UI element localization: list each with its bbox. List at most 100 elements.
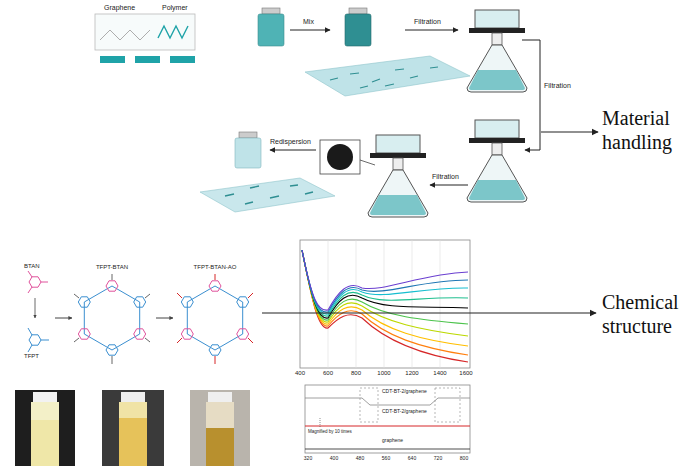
vial-photo: [15, 390, 75, 466]
legend-text: CDT-BT-2/graphene: [382, 409, 427, 415]
drawing-part: [305, 56, 470, 96]
drawing-part: [305, 449, 470, 450]
drawing-part: [235, 138, 261, 168]
drawing-part: [209, 281, 221, 291]
drawing-part: [181, 297, 193, 307]
filter-cake-inset: [320, 140, 375, 174]
note-text: Magnified by 10 times: [308, 429, 352, 434]
step-label: Filtration: [414, 18, 441, 26]
spectrum-chart: [300, 240, 470, 368]
drawing-part: [239, 132, 257, 138]
axis-tick: 800: [460, 456, 468, 462]
drawing-part: [31, 402, 59, 466]
section-label: Material handling: [602, 106, 690, 154]
drawing-part: [121, 392, 145, 402]
drawing-part: [208, 392, 232, 402]
axis-tick: 560: [382, 456, 390, 462]
drawing-part: [302, 250, 468, 355]
drawing-part: [305, 426, 470, 427]
drawing-part: [31, 420, 59, 466]
compound-label: TFPT: [24, 353, 39, 360]
drawing-part: [302, 250, 468, 312]
axis-tick: 480: [356, 456, 364, 462]
drawing-part: [15, 390, 75, 466]
drawing-part: [28, 271, 48, 293]
drawing-part: [200, 178, 335, 212]
axis-tick: 720: [434, 456, 442, 462]
leader-arrow: [541, 131, 598, 132]
leader-arrow: [262, 312, 596, 313]
drawing-part: [29, 335, 41, 345]
axis-tick: 400: [330, 456, 338, 462]
drawing-part: [349, 8, 367, 14]
drawing-part: [100, 30, 150, 40]
axis-tick: 1200: [405, 370, 418, 377]
drawing-part: [74, 274, 150, 364]
mix-arrow: [290, 30, 330, 31]
mixed-slab: [305, 56, 470, 96]
filtration-funnel: [368, 135, 428, 217]
mixed-bottle: [345, 8, 371, 46]
legend-text: CDT-BT-2/graphene: [382, 389, 427, 395]
drawing-part: [305, 385, 470, 453]
redispersed-slab: [200, 178, 335, 212]
tfpt-btan-ring: [74, 274, 150, 364]
drawing-part: [135, 56, 160, 63]
drawing-part: [435, 388, 460, 422]
filtration-arrow: [430, 185, 468, 186]
graphene-polymer-panel: [95, 14, 195, 63]
drawing-part: [302, 250, 468, 336]
drawing-part: [181, 329, 193, 339]
redispersion-arrow: [270, 150, 316, 151]
drawing-part: [78, 297, 90, 307]
filtration-funnel: [467, 120, 527, 202]
axis-tick: 1000: [377, 370, 390, 377]
drawing-part: [33, 392, 57, 402]
drawing-part: [29, 277, 41, 287]
drawing-part: [102, 390, 164, 466]
compound-label: TFPT-BTAN-AO: [194, 264, 237, 271]
compound-label: BTAN: [24, 263, 40, 270]
axis-tick: 400: [295, 370, 305, 377]
drawing-part: [84, 286, 139, 350]
drawing-part: [206, 428, 234, 466]
drawing-part: [237, 297, 249, 307]
drawing-part: [327, 144, 353, 170]
drawing-part: [258, 14, 284, 46]
drawing-part: [190, 390, 250, 466]
axis-tick: 800: [351, 370, 361, 377]
drawing-part: [134, 297, 146, 307]
step-label: Filtration: [544, 82, 571, 90]
step-label: Redispersion: [270, 138, 311, 146]
drawing-part: [302, 250, 468, 310]
drawing-part: [302, 250, 468, 362]
step-label: Filtration: [432, 173, 459, 181]
legend-text: graphene: [382, 438, 403, 444]
filtration-arrow: [405, 30, 458, 31]
polymer-bottle: [258, 8, 284, 46]
drawing-part: [187, 286, 242, 350]
axis-tick: 600: [323, 370, 333, 377]
reaction-arrow: [35, 298, 36, 318]
drawing-part: [170, 56, 195, 63]
drawing-part: [106, 345, 118, 355]
drawing-part: [106, 281, 118, 291]
drawing-part: [28, 328, 49, 352]
drawing-part: [119, 402, 147, 466]
drawing-part: [320, 418, 321, 428]
filtration-bracket: [522, 40, 540, 150]
drawing-part: [78, 329, 90, 339]
axis-tick: 1600: [459, 370, 472, 377]
drawing-part: [345, 14, 371, 46]
axis-tick: 320: [304, 456, 312, 462]
drawing-part: [320, 140, 360, 174]
tfpt-btan-ao-ring: [177, 274, 253, 364]
axis-tick: 1400: [433, 370, 446, 377]
drawing-part: [302, 250, 468, 314]
vial-photo: [190, 390, 250, 466]
drawing-part: [95, 14, 195, 50]
drawing-part: [305, 398, 470, 405]
